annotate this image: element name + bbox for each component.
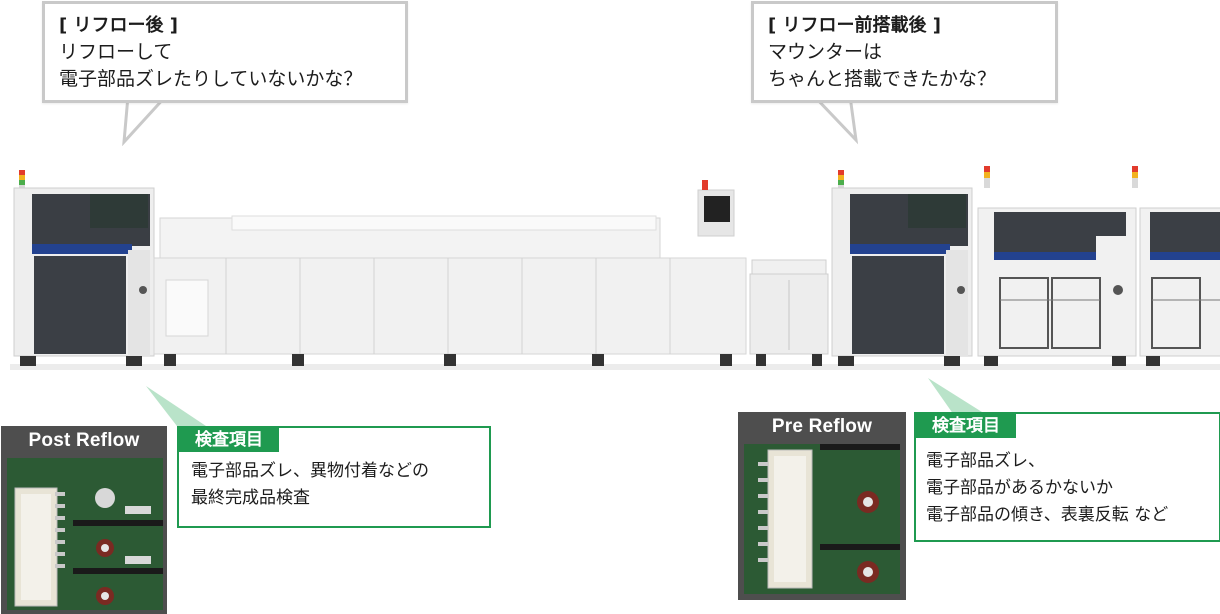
inspection-pre-heading: 検査項目 <box>916 414 1016 438</box>
callout-pre-reflow: [ リフロー前搭載後 ] マウンターは ちゃんと搭載できたかな？ <box>751 1 1058 103</box>
pcb-image-post <box>7 458 163 610</box>
inspection-post-heading: 検査項目 <box>179 428 279 452</box>
inspection-pre-line1: 電子部品ズレ、 <box>926 451 1045 471</box>
reflow-oven <box>153 180 747 366</box>
callout-post-title: [ リフロー後 ] <box>59 15 178 36</box>
pre-connector <box>928 378 982 418</box>
conveyor-cabinet <box>749 259 829 366</box>
callout-post-line1: リフローして <box>59 41 173 63</box>
inspection-post-line2: 最終完成品検査 <box>191 488 310 508</box>
inspection-post-text: 電子部品ズレ、異物付着などの 最終完成品検査 <box>191 458 429 512</box>
post-connector <box>146 386 206 430</box>
callout-pre-tail <box>811 96 859 145</box>
callout-pre-title: [ リフロー前搭載後 ] <box>768 15 941 36</box>
inspection-pre-line3: 電子部品の傾き、表裏反転 など <box>926 505 1169 525</box>
inspection-pre-line2: 電子部品があるかないか <box>926 478 1113 498</box>
photo-pre-reflow: Pre Reflow <box>738 412 906 600</box>
aoi-machine-post <box>13 170 155 366</box>
photo-post-title: Post Reflow <box>28 430 140 451</box>
pcb-image-pre <box>744 444 900 594</box>
inspection-pre-text: 電子部品ズレ、 電子部品があるかないか 電子部品の傾き、表裏反転 など <box>926 448 1168 529</box>
mounter-machine-1 <box>977 166 1137 366</box>
photo-post-reflow: Post Reflow <box>1 426 167 614</box>
mounter-machine-2 <box>1132 166 1220 366</box>
inspection-post-line1: 電子部品ズレ、異物付着などの <box>191 461 429 481</box>
callout-post-reflow: [ リフロー後 ] リフローして 電子部品ズレたりしていないかな？ <box>42 1 408 103</box>
callout-pre-line1: マウンターは <box>768 41 883 63</box>
inspection-items-pre: 検査項目 電子部品ズレ、 電子部品があるかないか 電子部品の傾き、表裏反転 など <box>914 412 1220 542</box>
callout-pre-line2: ちゃんと搭載できたかな？ <box>768 68 997 90</box>
callout-post-tail <box>122 96 169 146</box>
aoi-machine-pre <box>831 170 973 366</box>
callout-post-line2: 電子部品ズレたりしていないかな？ <box>59 68 363 90</box>
inspection-items-post: 検査項目 電子部品ズレ、異物付着などの 最終完成品検査 <box>177 426 491 528</box>
photo-pre-title: Pre Reflow <box>771 416 873 437</box>
production-line-illustration <box>10 166 1220 370</box>
